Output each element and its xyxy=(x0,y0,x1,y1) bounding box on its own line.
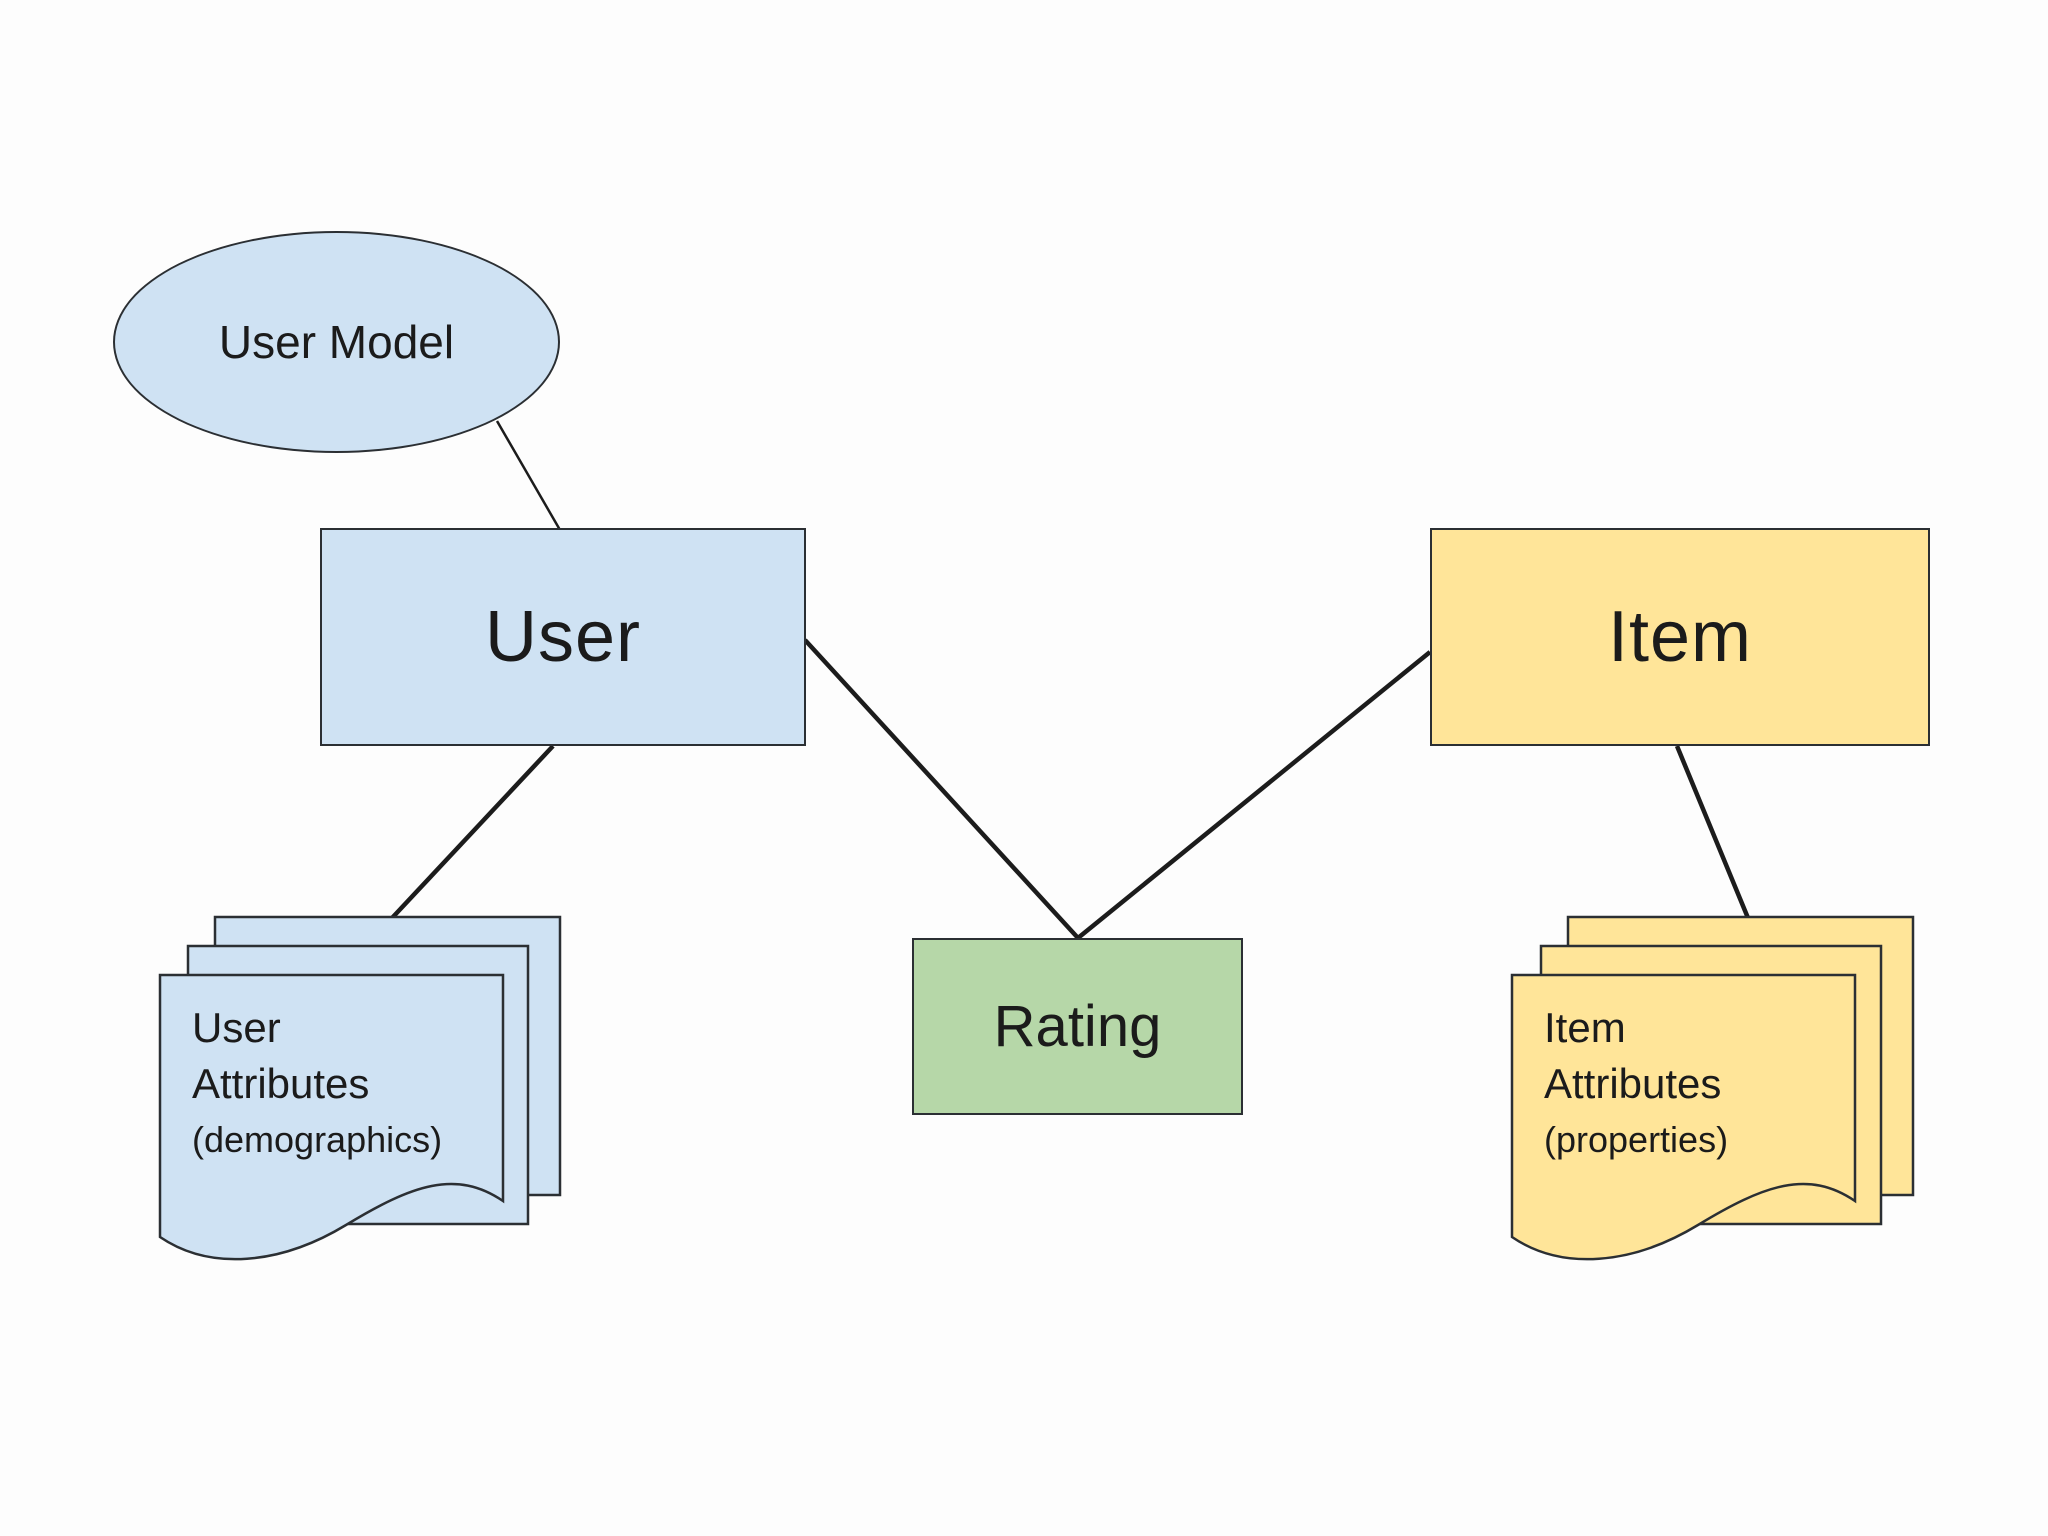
edge-item-to-rating xyxy=(1076,650,1432,940)
user-model-label: User Model xyxy=(218,316,455,368)
user-model-ellipse: User Model xyxy=(113,231,560,453)
user-entity-box: User xyxy=(320,528,806,746)
user-attributes-line-1: User xyxy=(192,1004,281,1051)
edge-user-to-user-attributes xyxy=(390,744,555,920)
user-attributes-line-3: (demographics) xyxy=(192,1119,443,1160)
item-attributes-line-3: (properties) xyxy=(1544,1119,1729,1160)
edge-user-to-rating xyxy=(803,638,1080,940)
rating-entity-label: Rating xyxy=(993,994,1162,1059)
item-attributes-text: Item Attributes (properties) xyxy=(1544,1000,1854,1168)
item-attributes-line-1: Item xyxy=(1544,1004,1626,1051)
edge-user-model-to-user xyxy=(495,420,562,531)
user-entity-label: User xyxy=(484,597,641,677)
user-attributes-text: User Attributes (demographics) xyxy=(192,1000,502,1168)
rating-entity-box: Rating xyxy=(912,938,1243,1115)
item-entity-box: Item xyxy=(1430,528,1930,746)
item-entity-label: Item xyxy=(1607,597,1753,677)
item-attributes-line-2: Attributes xyxy=(1544,1060,1722,1107)
user-attributes-line-2: Attributes xyxy=(192,1060,370,1107)
edge-item-to-item-attributes xyxy=(1674,745,1751,919)
